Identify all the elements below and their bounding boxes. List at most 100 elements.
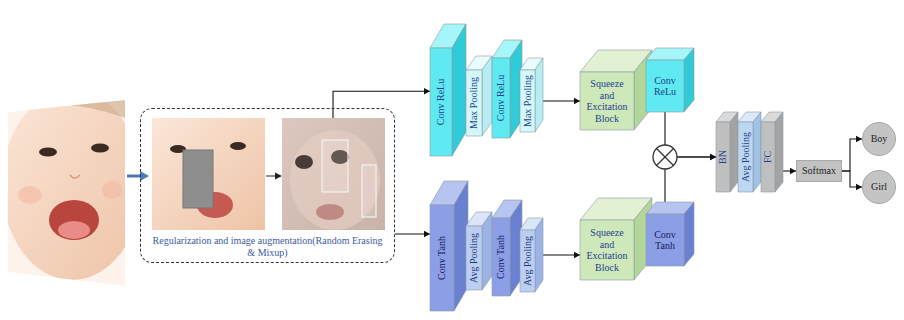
label-text: Boy [871,133,888,145]
se-block: Squeeze and Excitation Block [580,220,634,280]
conv-block: Conv ReLu [646,60,684,112]
cuboid-shape [430,181,468,311]
cuboid-front [430,205,454,311]
step-arrowhead [275,173,282,180]
cuboid-front [580,72,634,130]
arrowhead [574,98,580,104]
softmax-box: Softmax [796,160,842,182]
conv-block: Conv ReLu [492,58,510,138]
connector-line [842,139,862,171]
eye [295,155,313,169]
cuboid-side [535,218,543,292]
tongue [58,221,90,239]
conv-block: Conv Tanh [492,218,510,296]
label-text: Regularization and image augmentation(Ra… [151,235,384,258]
label-text: Conv Tanh [495,235,507,279]
label-text: Avg Pooling [468,233,480,283]
cuboid-side [535,58,543,132]
arrowhead [424,88,430,94]
label-text: BN [717,150,729,164]
se-block: Squeeze and Excitation Block [580,72,634,130]
conv-block: Conv Tanh [646,214,684,266]
label-text: Max Pooling [468,77,480,129]
erase-patch [183,150,213,208]
label-text: Conv ReLu [495,75,507,121]
conv-block: Conv Tanh [430,205,454,311]
cuboid-front [492,218,510,296]
label-text: Squeeze and Excitation Block [583,227,631,273]
cuboid-side [684,202,694,266]
cuboid-side [482,212,492,290]
output-circle: Boy [862,122,896,156]
bn-block: BN [716,122,730,192]
mouth [316,204,344,220]
connector [333,88,430,108]
mouth [49,200,99,240]
cuboid-front [738,122,753,192]
eye [39,148,57,157]
erased-photo [152,118,265,230]
eye [230,142,246,150]
face-blend [290,130,380,230]
cuboid-side [452,24,466,156]
face [2,90,142,280]
baby-photo [2,90,142,286]
pooling-block: Avg Pooling [738,122,753,192]
cuboid-front [716,122,730,192]
eye [91,144,109,153]
label-text: Avg Pooling [740,132,752,182]
arrowhead [424,231,430,237]
label-text: Squeeze and Excitation Block [583,78,631,124]
nose [70,175,80,178]
cuboid-side [775,112,783,192]
connector [395,231,430,237]
cuboid-side [482,56,492,136]
multiply-cross [657,149,674,166]
lead-line [332,108,333,118]
cuboid-front [761,122,775,192]
cuboid-front [580,220,634,280]
erase-outline [322,140,348,192]
cuboid-front [430,48,452,156]
connector-line [333,91,430,108]
input-arrowhead [140,171,149,181]
cuboid-front [520,230,535,292]
mixup-photo [282,118,385,230]
cuboid-front [466,226,482,290]
label-text: Conv ReLu [435,79,447,125]
label-text: Conv Tanh [436,236,448,280]
pooling-block: Avg Pooling [520,230,535,292]
label-text: Softmax [802,165,836,177]
step-arrow [266,176,276,177]
connector-line [842,171,862,187]
pooling-block: Avg Pooling [466,226,482,290]
output-circle: Girl [862,170,896,204]
multiply-cross [657,149,674,166]
label-text: Girl [871,181,887,193]
arrowhead [710,154,716,160]
label-text: FC [762,151,774,163]
multiply-symbol [653,145,677,169]
label-text: Max Pooling [522,75,534,127]
cuboid-front [646,214,684,266]
cheek [18,186,42,204]
cuboid-side [730,112,738,192]
label-text: Avg Pooling [522,236,534,286]
arrowhead [574,252,580,258]
pooling-block: Max Pooling [466,70,482,136]
connector [842,171,862,190]
hair [8,100,125,118]
conv-block: Conv ReLu [430,48,452,156]
augmentation-group: Regularization and image augmentation(Ra… [140,108,395,263]
label-text: Conv Tanh [649,229,681,252]
input-arrow [127,175,141,178]
cheek [102,181,122,199]
cuboid-side [753,112,761,192]
cuboid-front [466,70,482,136]
connector [842,136,862,171]
fc-block: FC [761,122,775,192]
cuboid-front [520,70,535,132]
erase-outline [362,165,376,217]
cuboid-front [492,58,510,138]
